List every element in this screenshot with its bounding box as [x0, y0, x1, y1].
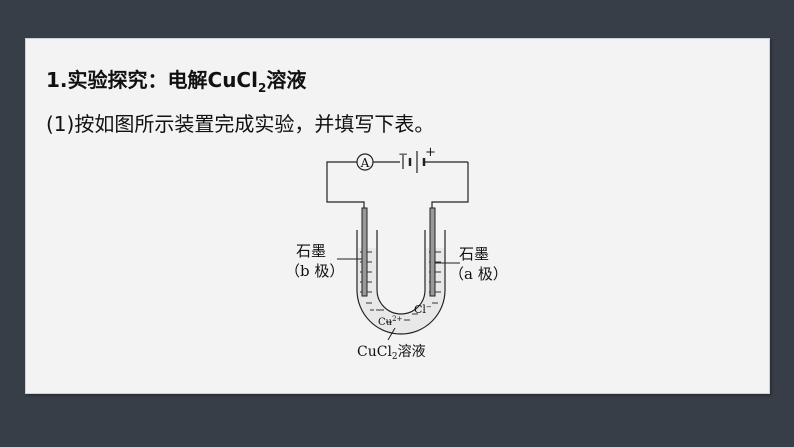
- chloride-ion: Cl−: [414, 303, 432, 316]
- left-electrode-pole: （b 极）: [285, 262, 344, 280]
- heading-text: 1.实验探究：电解CuCl: [46, 68, 258, 92]
- copper-ion: Cu2+: [378, 315, 403, 328]
- heading-suffix: 溶液: [266, 68, 307, 92]
- leader-lines: [337, 258, 460, 341]
- slide-panel: [25, 38, 770, 394]
- right-electrode-label: 石墨: [459, 245, 489, 263]
- ammeter-icon: A: [356, 153, 374, 171]
- solution-fill: [358, 248, 444, 333]
- svg-text:A: A: [360, 156, 370, 170]
- u-tube: [356, 230, 446, 335]
- circuit-wire: [326, 161, 469, 208]
- section-heading: 1.实验探究：电解CuCl2溶液: [46, 64, 306, 95]
- electrode-a: [429, 207, 436, 297]
- solution-label: CuCl2溶液: [357, 344, 426, 362]
- heading-subscript: 2: [257, 81, 267, 95]
- instruction-text: (1)按如图所示装置完成实验，并填写下表。: [46, 112, 435, 136]
- battery-icon: [402, 151, 426, 173]
- battery-plus: +: [425, 145, 436, 160]
- right-electrode-pole: （a 极）: [449, 265, 508, 283]
- electrode-b: [361, 207, 368, 297]
- left-electrode-label: 石墨: [296, 242, 326, 260]
- battery-minus: −: [398, 147, 408, 161]
